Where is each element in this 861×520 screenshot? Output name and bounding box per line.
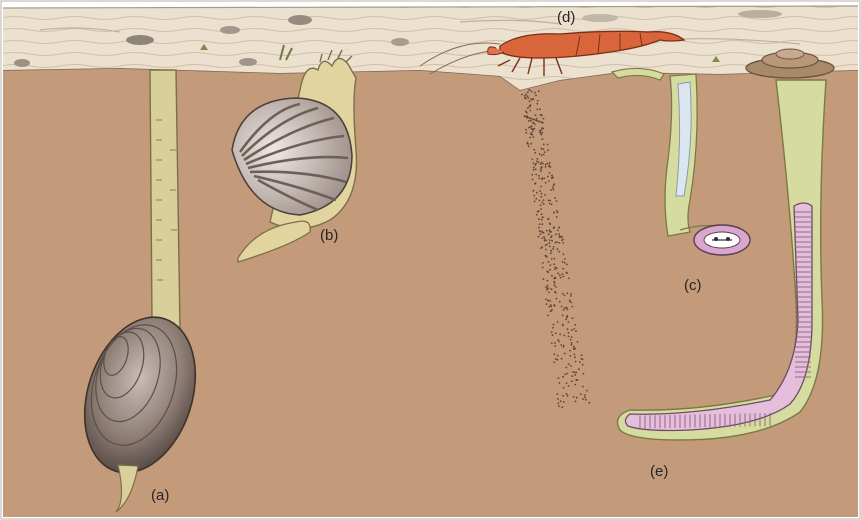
label-d: (d) [557, 10, 575, 25]
label-a: (a) [151, 488, 169, 503]
label-e: (e) [650, 464, 668, 479]
label-c: (c) [684, 278, 702, 293]
label-b: (b) [320, 228, 338, 243]
